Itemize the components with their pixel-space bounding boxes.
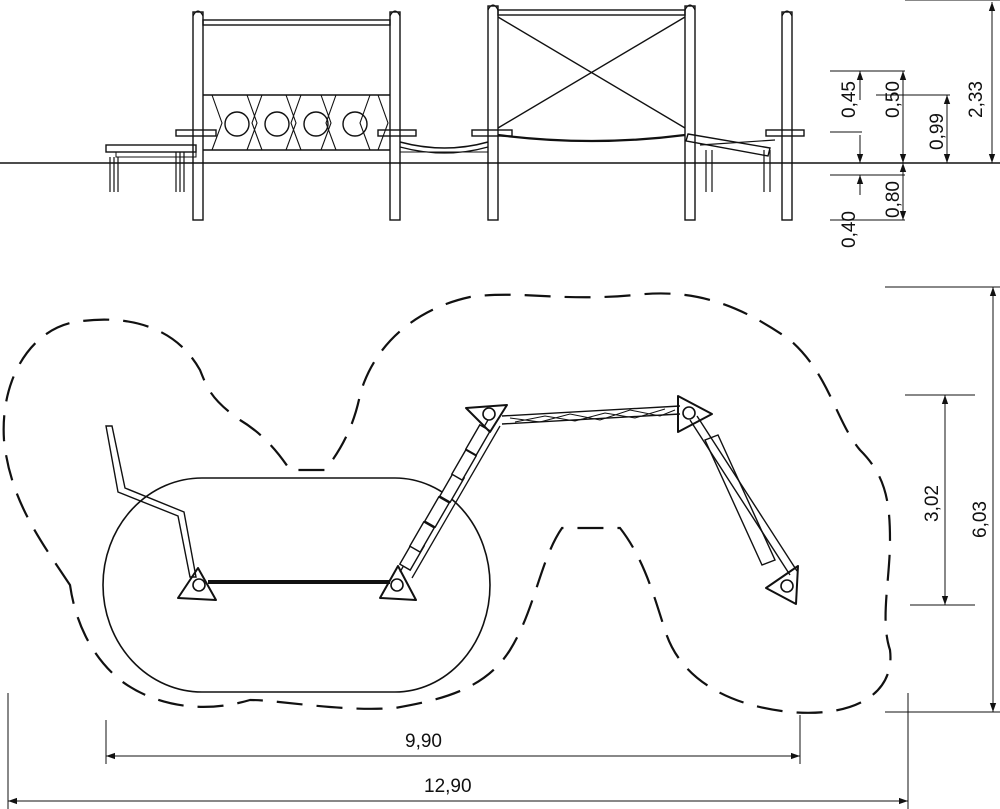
ring-net-panel: [203, 94, 390, 151]
entry-ladder-plan: [105, 425, 197, 578]
dim-above-ground-a: 0,45: [839, 81, 860, 118]
hanging-bridge: [399, 141, 489, 154]
cross-rope-panel: [497, 16, 686, 143]
post-plan-3: [465, 404, 508, 433]
ring-4: [342, 111, 368, 137]
post-5: [781, 10, 793, 221]
elevation-dimensions: 0,45 0,50 0,99 2,33 0,40 0,80: [830, 0, 1000, 248]
balance-beam-diagonal: [689, 415, 798, 576]
post-platforms: [175, 129, 805, 137]
post-plan-2: [379, 565, 417, 601]
dim-total-width: 12,90: [424, 776, 472, 797]
dim-below-ground-a: 0,40: [839, 211, 860, 248]
dim-above-ground-b: 0,50: [883, 81, 904, 118]
post-3: [487, 4, 499, 221]
balance-beam-right: [685, 133, 776, 192]
plan-dimensions: 3,02 6,03 9,90 12,90: [7, 286, 1000, 809]
dim-below-ground-b: 0,80: [883, 181, 904, 218]
stepping-logs-diagonal: [398, 419, 501, 579]
dim-total-depth: 6,03: [970, 501, 991, 538]
ring-1: [224, 111, 250, 137]
dim-inner-width: 9,90: [405, 731, 442, 752]
post-4: [684, 4, 696, 221]
top-beam-left: [202, 19, 391, 26]
post-plan-5: [765, 565, 799, 605]
post-2: [389, 10, 401, 221]
post-plan-4: [677, 395, 713, 433]
top-beam-right: [497, 9, 686, 16]
chain-bridge-top: [501, 405, 681, 425]
ring-2: [264, 111, 290, 137]
entry-step-left: [105, 144, 197, 192]
elevation-view: 0,45 0,50 0,99 2,33 0,40 0,80: [0, 0, 1000, 248]
ring-3: [303, 111, 329, 137]
base-area-outline: [102, 477, 491, 693]
dim-inner-depth: 3,02: [922, 485, 943, 522]
safety-zone-outline: [2, 292, 892, 714]
dim-total-height: 2,33: [966, 81, 987, 118]
post-plan-1: [177, 567, 217, 601]
dim-above-ground-c: 0,99: [927, 113, 948, 150]
plan-view: 3,02 6,03 9,90 12,90: [2, 286, 1000, 809]
post-1: [192, 10, 204, 221]
